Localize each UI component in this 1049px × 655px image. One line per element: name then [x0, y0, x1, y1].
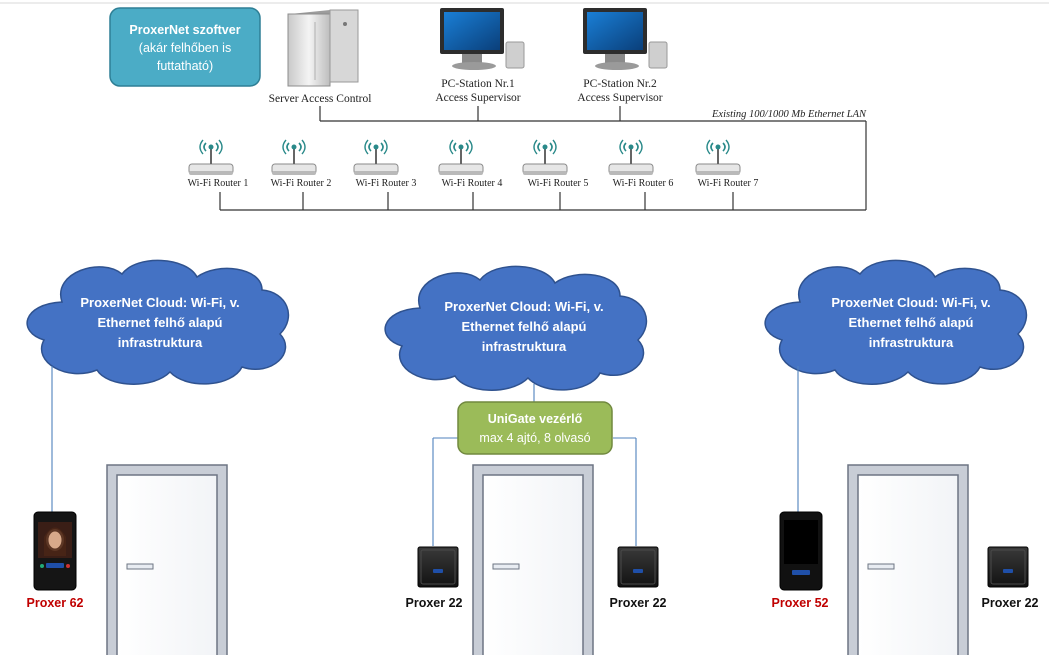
pc2-label-line1: PC-Station Nr.2	[583, 78, 657, 90]
router-4-icon	[438, 139, 484, 176]
unigate-controller: UniGate vezérlő max 4 ajtó, 8 olvasó	[457, 401, 613, 455]
proxer52-label: Proxer 52	[772, 596, 829, 610]
pc-station-2-icon	[583, 8, 668, 70]
router-5-icon	[522, 139, 568, 176]
router-3-label: Wi-Fi Router 3	[356, 178, 417, 189]
pc-station-1-icon	[440, 8, 525, 70]
server-label: Server Access Control	[269, 93, 372, 105]
cloud-left-line1: ProxerNet Cloud: Wi-Fi, v.	[80, 295, 239, 310]
cloud-right-line2: Ethernet felhő alapú	[849, 315, 974, 330]
cloud-center-line2: Ethernet felhő alapú	[462, 319, 587, 334]
door-left	[106, 464, 228, 655]
pc2-label-line2: Access Supervisor	[577, 92, 662, 104]
cloud-center-line1: ProxerNet Cloud: Wi-Fi, v.	[444, 299, 603, 314]
lan-cabling	[219, 106, 867, 211]
software-box-line2: (akár felhőben is	[139, 41, 231, 55]
unigate-title: UniGate vezérlő	[488, 412, 583, 426]
proxer22-reader-a-icon	[417, 546, 459, 588]
proxer62-label: Proxer 62	[27, 596, 84, 610]
router-3-icon	[353, 139, 399, 176]
router-1-icon	[188, 139, 234, 176]
router-5-label: Wi-Fi Router 5	[528, 178, 589, 189]
router-2-icon	[271, 139, 317, 176]
router-2-label: Wi-Fi Router 2	[271, 178, 332, 189]
pc1-label-line1: PC-Station Nr.1	[441, 78, 515, 90]
unigate-subtitle: max 4 ajtó, 8 olvasó	[479, 431, 590, 445]
proxer22-b-label: Proxer 22	[610, 596, 667, 610]
router-7-icon	[695, 139, 741, 176]
proxer22-c-label: Proxer 22	[982, 596, 1039, 610]
cloud-right-line3: infrastruktura	[869, 335, 954, 350]
software-box-line3: futtatható)	[157, 59, 213, 73]
cloud-right-line1: ProxerNet Cloud: Wi-Fi, v.	[831, 295, 990, 310]
router-6-label: Wi-Fi Router 6	[613, 178, 674, 189]
cloud-left-line3: infrastruktura	[118, 335, 203, 350]
router-4-label: Wi-Fi Router 4	[442, 178, 503, 189]
cloud-left-line2: Ethernet felhő alapú	[98, 315, 223, 330]
door-center	[472, 464, 594, 655]
proxer22-reader-c-icon	[987, 546, 1029, 588]
router-6-icon	[608, 139, 654, 176]
software-box: ProxerNet szoftver (akár felhőben is fut…	[109, 7, 261, 87]
proxer22-a-label: Proxer 22	[406, 596, 463, 610]
door-right	[847, 464, 969, 655]
device-cabling	[51, 366, 799, 546]
proxer22-reader-b-icon	[617, 546, 659, 588]
router-1-label: Wi-Fi Router 1	[188, 178, 249, 189]
pc1-label-line2: Access Supervisor	[435, 92, 520, 104]
software-box-line1: ProxerNet szoftver	[129, 23, 240, 37]
lan-label: Existing 100/1000 Mb Ethernet LAN	[711, 109, 867, 120]
cloud-center-line3: infrastruktura	[482, 339, 567, 354]
proxer62-terminal-icon	[33, 511, 77, 591]
server-icon	[287, 9, 359, 87]
proxer52-terminal-icon	[779, 511, 823, 591]
router-7-label: Wi-Fi Router 7	[698, 178, 759, 189]
